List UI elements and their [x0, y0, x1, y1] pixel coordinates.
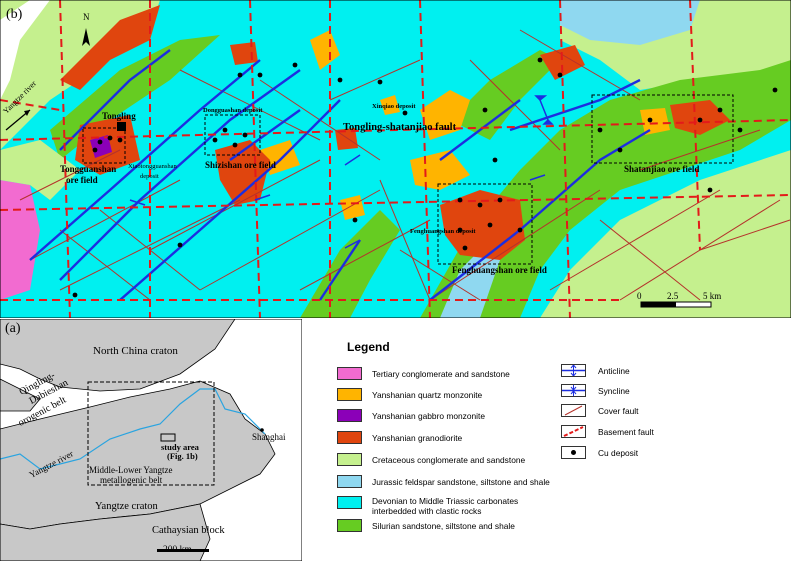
legend-item-cretaceous: Cretaceous conglomerate and sandstone — [337, 453, 525, 466]
legend-item-cu-deposit: Cu deposit — [561, 446, 638, 459]
legend-item-tertiary: Tertiary conglomerate and sandstone — [337, 367, 510, 380]
legend-item-anticline: Anticline — [561, 364, 630, 377]
belt-label-2: metallogenic belt — [100, 475, 163, 485]
legend-label-line-2: interbedded with clastic rocks — [372, 506, 482, 517]
legend-label: Basement fault — [598, 426, 654, 437]
legend-label-line-1: Devonian to Middle Triassic carbonates — [372, 496, 519, 506]
legend-label: Anticline — [598, 365, 630, 376]
cover-fault-icon — [561, 404, 586, 417]
location-map — [0, 319, 302, 561]
legend-item-silurian: Silurian sandstone, siltstone and shale — [337, 519, 515, 532]
legend-swatch — [337, 496, 362, 509]
legend-label: Cretaceous conglomerate and sandstone — [372, 454, 526, 465]
dongguashan-label: Dongguashan deposit — [203, 107, 263, 114]
legend-label: Devonian to Middle Triassic carbonates i… — [372, 496, 518, 516]
tongguanshan-label: Tongguanshan — [60, 164, 117, 174]
north-label: N — [83, 12, 90, 22]
xinqiao-label: Xinqiao deposit — [372, 103, 416, 110]
scale-label-a: 200 km — [163, 545, 192, 555]
geological-map — [0, 0, 791, 318]
north-china-label: North China craton — [93, 345, 178, 357]
legend-swatch — [337, 519, 362, 532]
study-area-label-1: study area — [161, 442, 199, 452]
study-area-label-2: (Fig. 1b) — [167, 451, 198, 461]
legend-label: Tertiary conglomerate and sandstone — [372, 368, 510, 379]
legend-item-jurassic: Jurassic feldspar sandstone, siltstone a… — [337, 475, 550, 488]
legend-title: Legend — [347, 340, 390, 354]
panel-a-label: (a) — [5, 321, 21, 336]
yangtze-craton-label: Yangtze craton — [95, 501, 158, 512]
fault-label: Tongling-shatanjiao fault — [343, 122, 457, 133]
panel-b-label: (b) — [6, 7, 23, 22]
legend-swatch — [337, 475, 362, 488]
fenghuangshan-deposit-label: Fenghuangshan deposit — [410, 228, 476, 235]
scale-tick-0: 0 — [637, 291, 642, 301]
legend-swatch — [337, 388, 362, 401]
syncline-icon — [561, 384, 586, 397]
legend-label: Cu deposit — [598, 447, 639, 458]
tongling-label: Tongling — [102, 111, 136, 121]
scale-tick-2-5: 2.5 — [667, 291, 679, 301]
shatanjiao-label: Shatanjiao ore field — [624, 164, 700, 174]
cathaysian-label: Cathaysian block — [152, 525, 225, 536]
belt-label-1: Middle-Lower Yangtze — [89, 465, 173, 475]
legend-swatch — [337, 453, 362, 466]
cu-deposit-icon — [561, 446, 586, 459]
legend-swatch — [337, 431, 362, 444]
basement-fault-icon — [561, 425, 586, 438]
legend-swatch — [337, 367, 362, 380]
legend-swatch — [337, 409, 362, 422]
legend-item-granodiorite: Yanshanian granodiorite — [337, 431, 462, 444]
legend-item-devonian: Devonian to Middle Triassic carbonates i… — [337, 496, 518, 516]
scale-tick-5: 5 km — [703, 291, 722, 301]
shizishan-label: Shizishan ore field — [205, 160, 276, 170]
legend-label: Cover fault — [598, 405, 639, 416]
tongguanshan-ore-field-label: ore field — [66, 175, 98, 185]
anticline-icon — [561, 364, 586, 377]
legend-label: Syncline — [598, 385, 630, 396]
legend-label: Silurian sandstone, siltstone and shale — [372, 520, 515, 531]
legend-item-syncline: Syncline — [561, 384, 630, 397]
xiaotongguanshan-label: Xiaotongguanshan — [128, 163, 177, 170]
legend-label: Yanshanian granodiorite — [372, 432, 463, 443]
legend-item-gabbro: Yanshanian gabbro monzonite — [337, 409, 485, 422]
legend-item-cover-fault: Cover fault — [561, 404, 639, 417]
fenghuangshan-field-label: Fenghuangshan ore field — [452, 265, 547, 275]
shanghai-label: Shanghai — [252, 432, 286, 442]
legend-label: Yanshanian quartz monzonite — [372, 389, 483, 400]
legend-item-quartz-monzonite: Yanshanian quartz monzonite — [337, 388, 482, 401]
legend-label: Jurassic feldspar sandstone, siltstone a… — [372, 476, 550, 487]
legend-label: Yanshanian gabbro monzonite — [372, 410, 485, 421]
xiaotongguanshan-deposit-label: deposit — [140, 173, 159, 180]
legend-item-basement-fault: Basement fault — [561, 425, 654, 438]
